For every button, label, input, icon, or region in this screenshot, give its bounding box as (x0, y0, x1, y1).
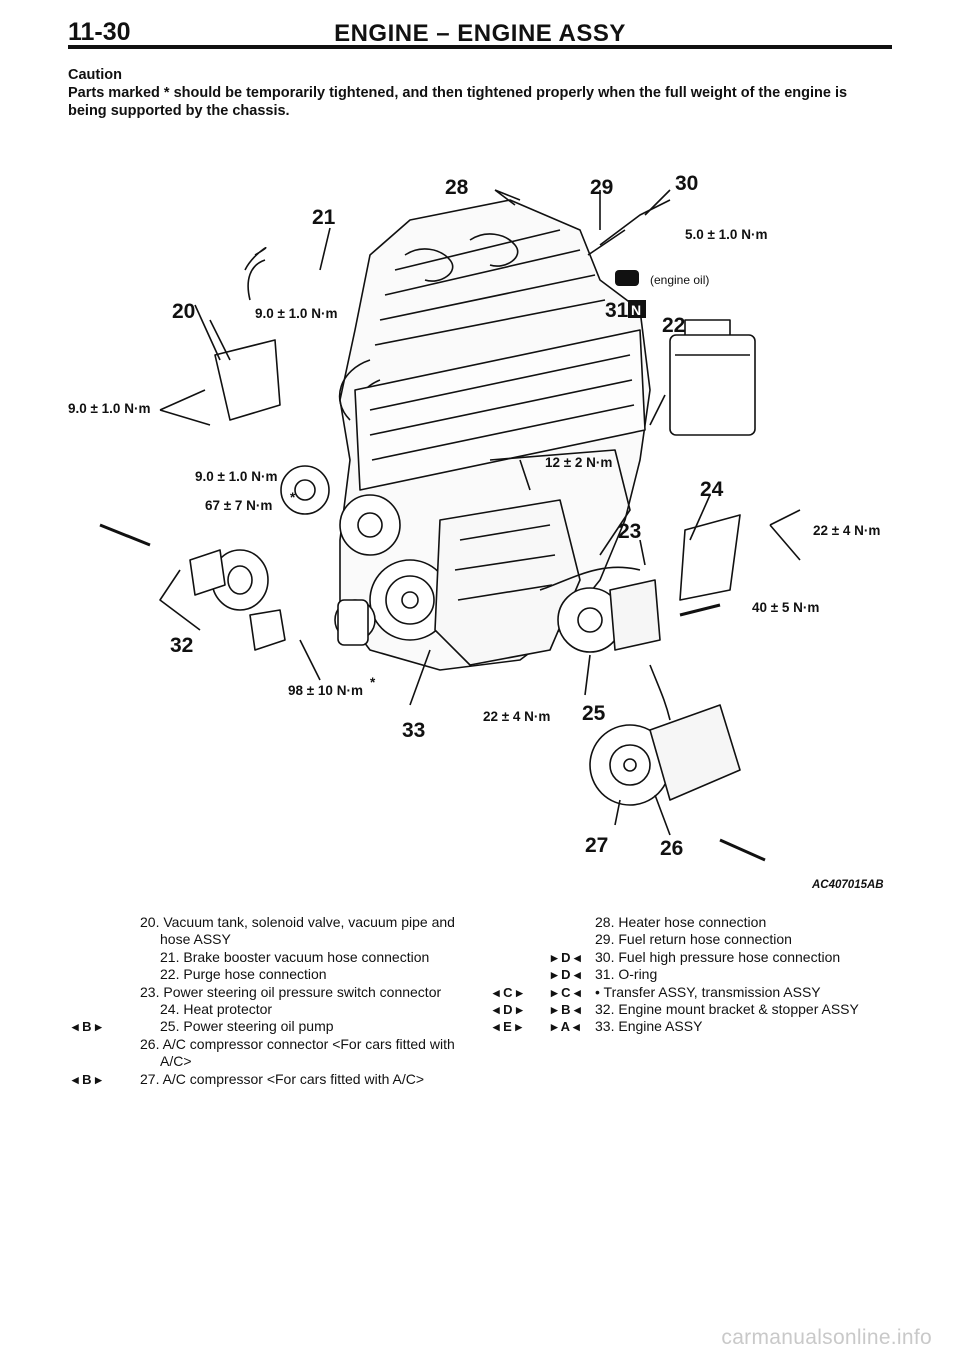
caution-block: Caution Parts marked * should be tempora… (68, 66, 888, 120)
procedure-mark-install: ▸ A ◂ (551, 1019, 580, 1035)
torque-22-right: 22 ± 4 N·m (813, 523, 880, 538)
procedure-mark-removal: ◂ E ▸ (493, 1019, 522, 1035)
procedure-mark-removal: ◂ C ▸ (493, 984, 523, 1000)
torque-9-0-upper: 9.0 ± 1.0 N·m (255, 306, 337, 321)
torque-40: 40 ± 5 N·m (752, 600, 819, 615)
torque-98-asterisk: * (370, 675, 376, 690)
callout-28: 28 (445, 176, 469, 199)
callout-30: 30 (675, 172, 698, 195)
callout-29: 29 (590, 176, 613, 199)
legend-item-22: 22. Purge hose connection (160, 966, 327, 983)
legend-item-20: 20. Vacuum tank, solenoid valve, vacuum … (140, 914, 455, 948)
torque-22-bottom: 22 ± 4 N·m (483, 709, 550, 724)
procedure-mark-install: ▸ D ◂ (551, 967, 581, 983)
callout-22: 22 (662, 314, 685, 337)
legend-item-transfer: ◂ C ▸ ▸ C ◂ • Transfer ASSY, transmissio… (493, 983, 821, 1000)
procedure-mark-install: ▸ D ◂ (551, 949, 581, 965)
torque-12: 12 ± 2 N·m (545, 455, 612, 470)
legend-left: 20. Vacuum tank, solenoid valve, vacuum … (72, 914, 460, 1088)
legend-right: 28. Heater hose connection 29. Fuel retu… (493, 914, 885, 1036)
legend-item-33: ◂ E ▸ ▸ A ◂ 33. Engine ASSY (493, 1018, 703, 1035)
legend-item-26: 26. A/C compressor connector <For cars f… (140, 1035, 455, 1070)
oil-can-icon (615, 270, 639, 286)
callout-27: 27 (585, 834, 608, 857)
legend-item-21: 21. Brake booster vacuum hose connection (160, 948, 430, 965)
page-header: 11-30 ENGINE – ENGINE ASSY (68, 18, 892, 48)
engine-drawing (99, 189, 801, 862)
torque-5-0: 5.0 ± 1.0 N·m (685, 227, 767, 242)
figure-code: AC407015AB (811, 879, 884, 891)
callout-21: 21 (312, 206, 336, 229)
n-symbol-box (628, 300, 646, 318)
procedure-mark-install: ▸ B ◂ (551, 1002, 581, 1018)
callout-26: 26 (660, 837, 683, 860)
caution-text: Parts marked * should be temporarily tig… (68, 85, 848, 119)
engine-assembly-diagram: 28 29 30 21 20 31 N 22 24 23 32 25 33 27… (40, 160, 920, 900)
callout-33: 33 (402, 719, 425, 742)
header-rule (68, 45, 892, 49)
legend-item-30: ▸ D ◂ 30. Fuel high pressure hose connec… (551, 948, 841, 965)
torque-67-asterisk: * (290, 490, 296, 505)
callout-23: 23 (618, 520, 641, 543)
diagram-svg: 28 29 30 21 20 31 N 22 24 23 32 25 33 27… (68, 172, 884, 891)
torque-9-0-left: 9.0 ± 1.0 N·m (68, 401, 150, 416)
callout-24: 24 (700, 478, 724, 501)
caution-title: Caution (68, 67, 122, 83)
legend-item-24: 24. Heat protector (160, 1001, 273, 1018)
torque-9-0-lower: 9.0 ± 1.0 N·m (195, 469, 277, 484)
engine-oil-note: (engine oil) (650, 273, 709, 287)
page-number: 11-30 (68, 18, 131, 46)
callout-20: 20 (172, 300, 195, 323)
callout-32: 32 (170, 634, 193, 657)
procedure-mark-install: ▸ C ◂ (551, 984, 581, 1000)
watermark: carmanualsonline.info (721, 1326, 932, 1349)
torque-98: 98 ± 10 N·m (288, 683, 363, 698)
legend-item-31: ▸ D ◂ 31. O-ring (551, 966, 658, 983)
legend-item-25: ◂ B ▸ 25. Power steering oil pump (72, 1018, 334, 1035)
legend-item-27: ◂ B ▸ 27. A/C compressor <For cars fitte… (72, 1070, 424, 1087)
legend-item-23: 23. Power steering oil pressure switch c… (140, 983, 442, 1000)
callout-31: 31 (605, 299, 629, 322)
legend-item-32: ◂ D ▸ ▸ B ◂ 32. Engine mount bracket & s… (493, 1001, 859, 1018)
n-symbol: N (631, 302, 641, 318)
procedure-mark-removal-b: ◂ B ▸ (72, 1019, 102, 1035)
procedure-mark-removal-b: ◂ B ▸ (72, 1071, 102, 1087)
legend-item-29: 29. Fuel return hose connection (595, 931, 792, 948)
callout-25: 25 (582, 702, 606, 725)
legend-item-28: 28. Heater hose connection (595, 914, 767, 930)
page-title: ENGINE – ENGINE ASSY (334, 20, 626, 47)
procedure-mark-removal: ◂ D ▸ (493, 1002, 523, 1018)
torque-67: 67 ± 7 N·m (205, 498, 272, 513)
